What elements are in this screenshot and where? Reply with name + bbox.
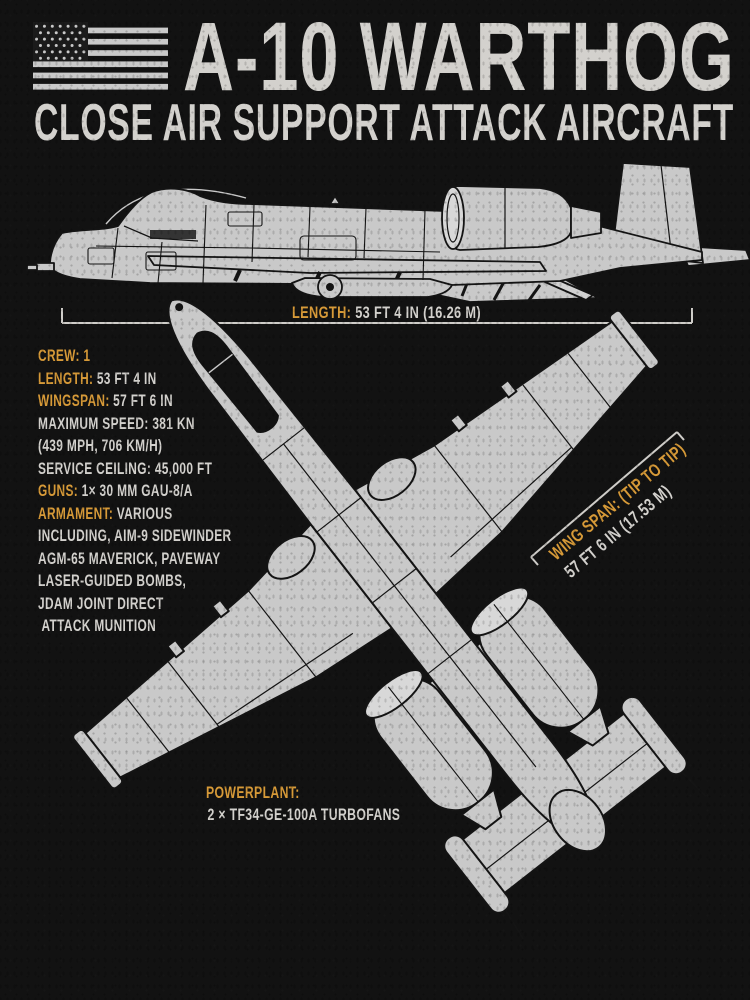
spec-row-armament-3: AGM-65 MAVERICK, PAVEWAY <box>38 548 231 571</box>
side-view-aircraft-drawing <box>26 162 750 304</box>
spec-row-crew: CREW:1 <box>38 345 231 368</box>
spec-row-max-speed: MAXIMUM SPEED: 381 KN <box>38 413 231 436</box>
spec-label: GUNS: <box>38 481 79 500</box>
spec-value: LASER-GUIDED BOMBS, <box>38 571 187 590</box>
top-view-aircraft-drawing <box>72 298 707 940</box>
spec-row-armament-4: LASER-GUIDED BOMBS, <box>38 570 231 593</box>
spec-row-armament: ARMAMENT:VARIOUS <box>38 503 231 526</box>
spec-row-service-ceiling: SERVICE CEILING: 45,000 FT <box>38 458 231 481</box>
spec-value: MAXIMUM SPEED: 381 KN <box>38 413 195 433</box>
spec-row-armament-6: ATTACK MUNITION <box>38 615 231 638</box>
spec-value: AGM-65 MAVERICK, PAVEWAY <box>38 548 221 568</box>
page-subtitle: CLOSE AIR SUPPORT ATTACK AIRCRAFT <box>34 94 734 152</box>
spec-value: SERVICE CEILING: 45,000 FT <box>38 458 213 478</box>
spec-value: 57 FT 6 IN <box>113 391 173 410</box>
spec-row-speed-conversion: (439 MPH, 706 KM/H) <box>38 435 231 458</box>
length-label-key: LENGTH: <box>292 303 352 322</box>
spec-value: 1 <box>83 346 91 365</box>
length-label-value: 53 FT 4 IN (16.26 M) <box>355 303 482 322</box>
spec-value: ATTACK MUNITION <box>41 616 157 635</box>
page-title: A-10 WARTHOG <box>183 2 735 111</box>
spec-row-armament-5: JDAM JOINT DIRECT <box>38 593 231 616</box>
length-dimension-line <box>61 308 693 324</box>
powerplant-value: 2 × TF34-GE-100A TURBOFANS <box>207 805 401 824</box>
spec-row-wingspan: WINGSPAN:57 FT 6 IN <box>38 390 231 413</box>
us-flag-stars <box>35 24 86 60</box>
spec-label: CREW: <box>38 346 80 365</box>
us-flag-icon <box>33 22 168 90</box>
spec-row-guns: GUNS:1× 30 MM GAU-8/A <box>38 480 231 503</box>
powerplant-label: POWERPLANT: 2 × TF34-GE-100A TURBOFANS <box>206 782 476 826</box>
spec-label: WINGSPAN: <box>38 391 110 410</box>
spec-value: 1× 30 MM GAU-8/A <box>81 481 193 500</box>
length-dimension-label: LENGTH: 53 FT 4 IN (16.26 M) <box>292 303 481 323</box>
spec-value: (439 MPH, 706 KM/H) <box>38 436 163 455</box>
wingspan-dimension-line <box>530 431 685 566</box>
spec-value: JDAM JOINT DIRECT <box>38 593 164 613</box>
spec-value: VARIOUS <box>116 503 173 523</box>
spec-row-armament-2: INCLUDING, AIM-9 SIDEWINDER <box>38 525 231 548</box>
spec-label: LENGTH: <box>38 368 94 388</box>
powerplant-key: POWERPLANT: <box>206 783 300 802</box>
spec-value: 53 FT 4 IN <box>96 368 157 388</box>
spec-value: INCLUDING, AIM-9 SIDEWINDER <box>38 526 232 545</box>
spec-label: ARMAMENT: <box>38 503 114 523</box>
spec-list: CREW:1 LENGTH:53 FT 4 IN WINGSPAN:57 FT … <box>38 345 314 638</box>
spec-row-length: LENGTH:53 FT 4 IN <box>38 368 231 391</box>
